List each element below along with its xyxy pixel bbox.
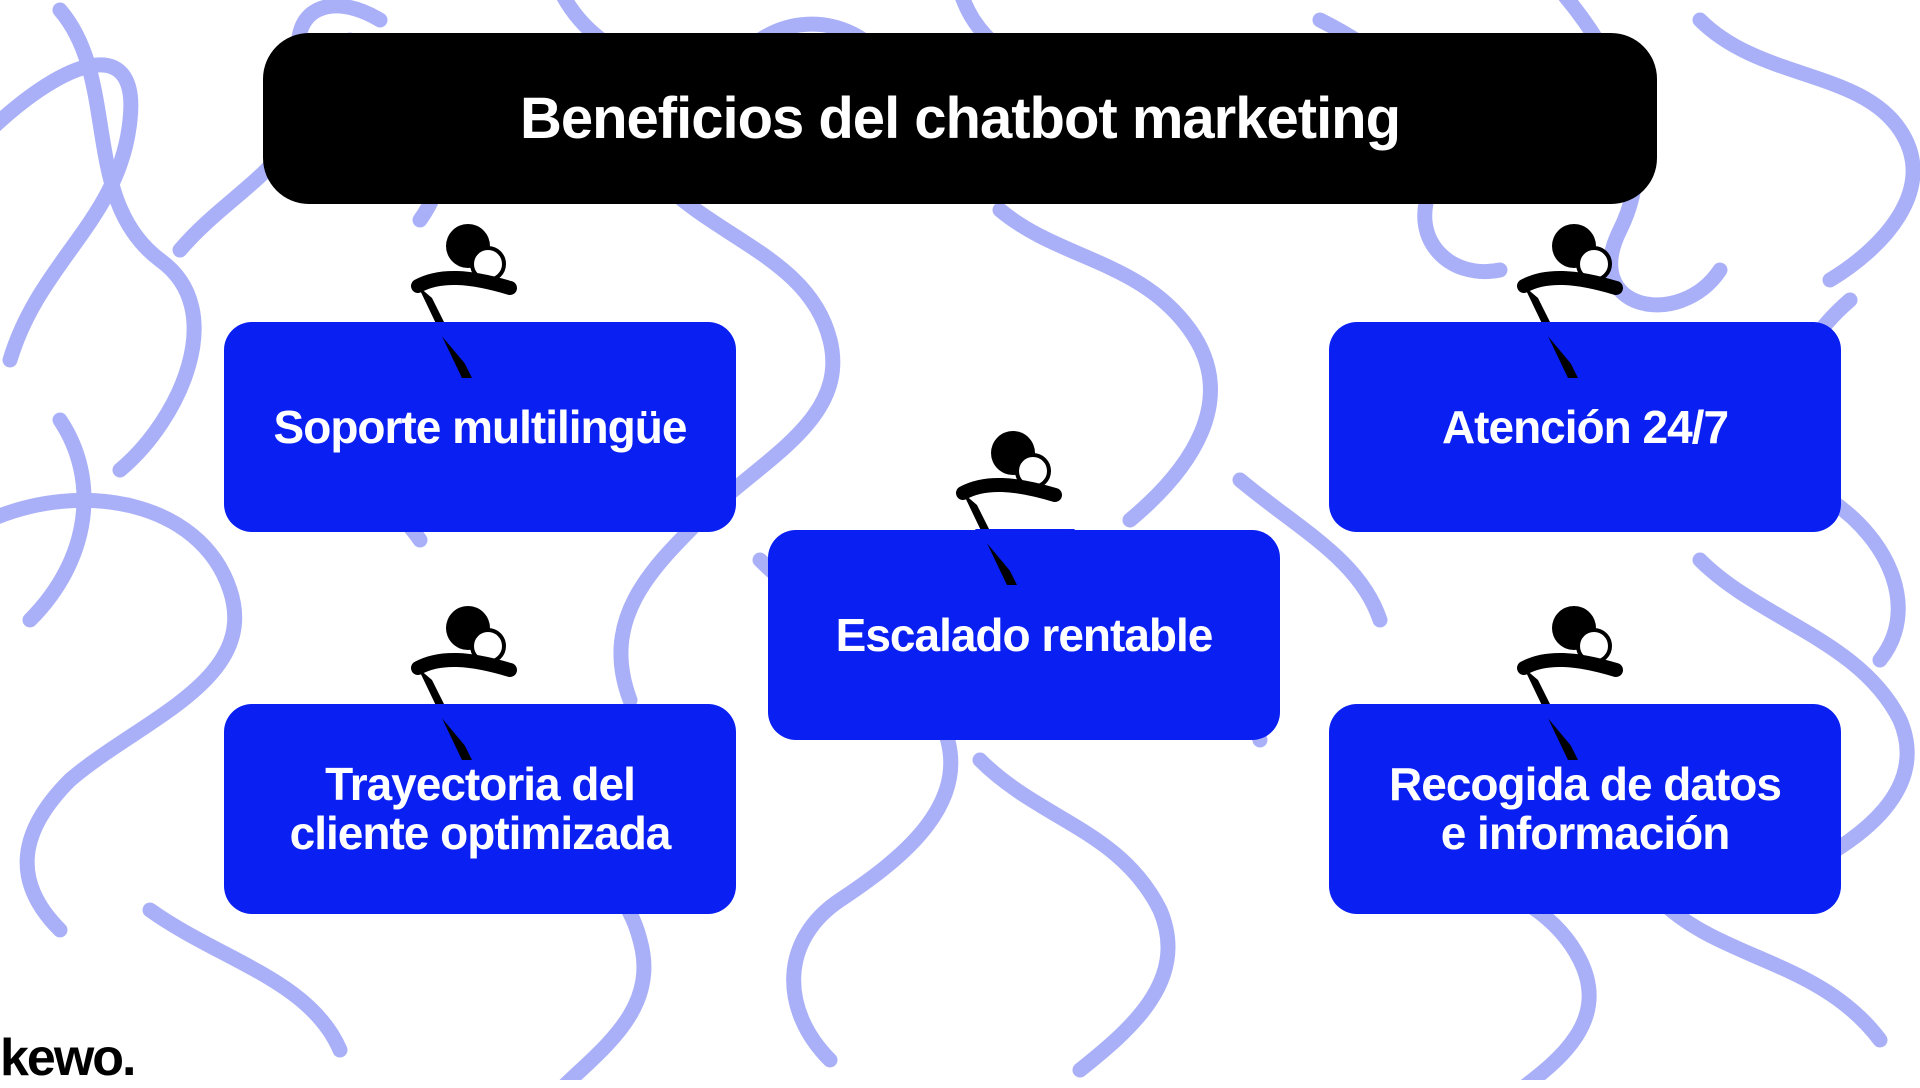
benefit-label: Recogida de datos e información — [1389, 758, 1782, 859]
brand-logo: kewo. — [0, 1029, 136, 1087]
person-pointer-icon — [1517, 606, 1636, 766]
diagram-title: Beneficios del chatbot marketing — [263, 33, 1657, 204]
benefit-card-24-7: Atención 24/7 — [1329, 322, 1841, 532]
person-pointer-icon — [411, 606, 530, 766]
person-pointer-icon — [1517, 224, 1636, 384]
person-pointer-icon — [956, 431, 1075, 591]
benefit-label: Trayectoria del cliente optimizada — [289, 758, 672, 859]
benefit-card-data: Recogida de datos e información — [1329, 704, 1841, 914]
benefit-label: Atención 24/7 — [1441, 400, 1729, 453]
diagram-title-text: Beneficios del chatbot marketing — [519, 86, 1401, 151]
benefit-label: Escalado rentable — [835, 608, 1214, 661]
person-pointer-icon — [411, 224, 530, 384]
benefit-label: Soporte multilingüe — [273, 400, 688, 453]
